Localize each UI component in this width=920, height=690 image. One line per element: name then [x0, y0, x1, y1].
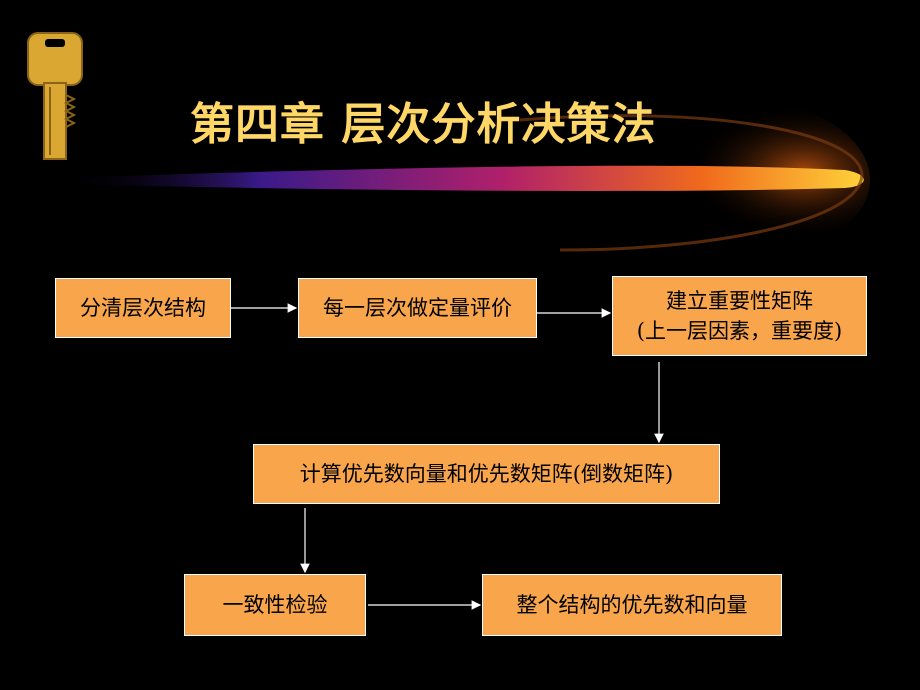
step-box-6: 整个结构的优先数和向量 — [482, 574, 782, 636]
step-2-label: 每一层次做定量评价 — [323, 296, 512, 320]
step-box-1: 分清层次结构 — [55, 278, 231, 338]
decorative-swoosh — [60, 100, 870, 265]
step-box-2: 每一层次做定量评价 — [298, 278, 537, 338]
page-title: 第四章 层次分析决策法 — [190, 99, 657, 150]
step-3-label-line1: 建立重要性矩阵 — [666, 289, 813, 313]
step-box-3: 建立重要性矩阵 (上一层因素，重要度) — [612, 276, 867, 356]
step-3-label-line2: (上一层因素，重要度) — [636, 319, 843, 343]
step-5-label: 一致性检验 — [222, 593, 328, 617]
step-box-5: 一致性检验 — [184, 574, 366, 636]
step-1-label: 分清层次结构 — [80, 296, 206, 320]
key-icon — [27, 32, 83, 160]
step-4-label: 计算优先数向量和优先数矩阵(倒数矩阵) — [299, 462, 674, 486]
step-box-4: 计算优先数向量和优先数矩阵(倒数矩阵) — [253, 444, 720, 504]
step-6-label: 整个结构的优先数和向量 — [516, 593, 748, 617]
